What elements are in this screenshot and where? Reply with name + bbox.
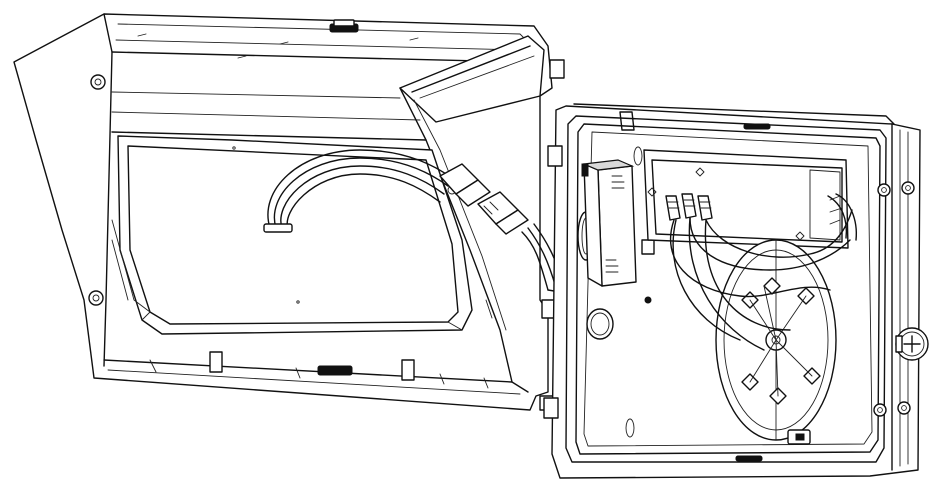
- connector-icon: [439, 163, 529, 235]
- mounting-bracket-icon: [643, 149, 849, 445]
- wire-harness-icon: [669, 193, 857, 351]
- reflector-icon: [111, 35, 545, 383]
- mounting-screw-icon: [895, 327, 929, 361]
- wire-nut-icon: [665, 193, 713, 221]
- driver-module-icon: [581, 159, 655, 304]
